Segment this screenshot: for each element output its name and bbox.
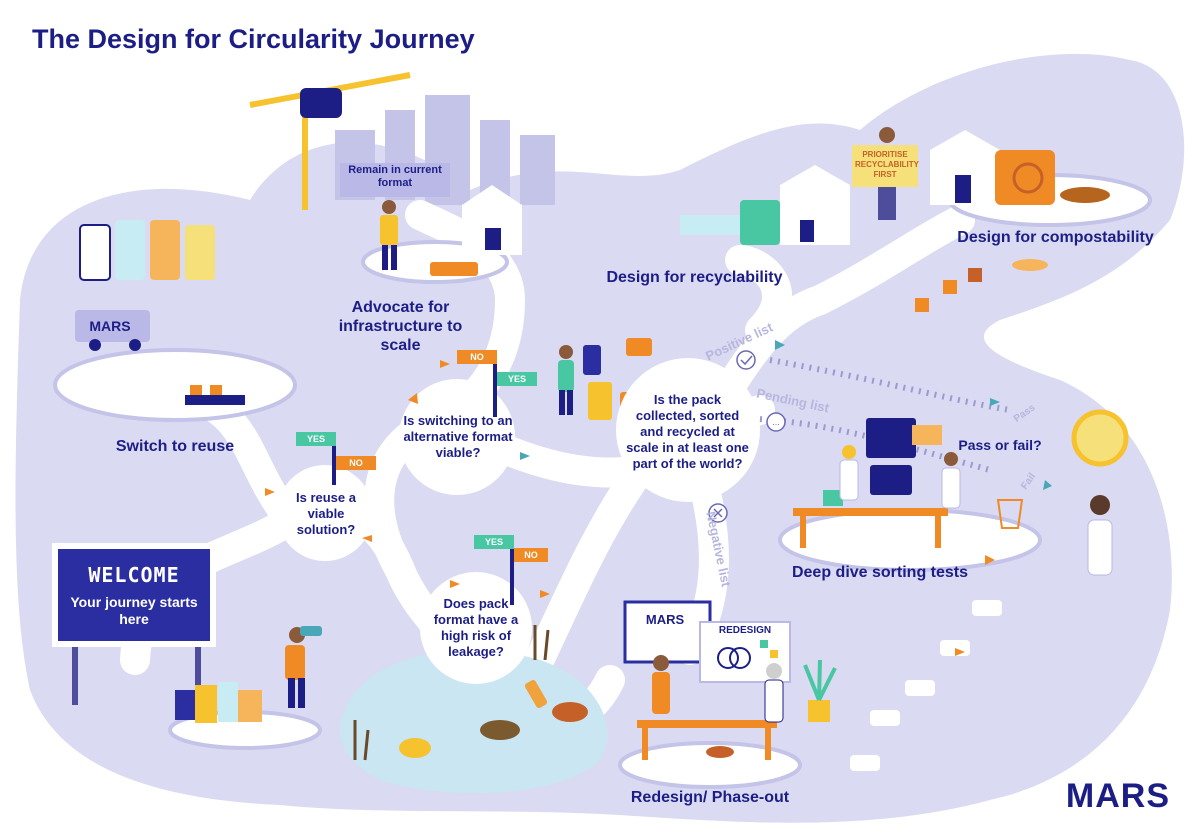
page-title: The Design for Circularity Journey bbox=[32, 24, 475, 54]
dispenser-machines-icon bbox=[79, 220, 215, 281]
person-binoculars-icon bbox=[285, 626, 322, 708]
snack-boxes-icon bbox=[175, 682, 262, 723]
question-reuse-viable: Is reuse a viable solution? bbox=[296, 490, 356, 537]
designer-table-icon bbox=[637, 655, 784, 760]
magnifier-person-icon bbox=[1071, 409, 1129, 576]
conveyor-icon bbox=[185, 385, 245, 405]
positive-path bbox=[769, 357, 1011, 413]
teal-arrows bbox=[520, 340, 1052, 490]
bin-icon bbox=[996, 499, 1024, 529]
remain-banner-text: Remain in current format bbox=[348, 164, 442, 189]
question-pass-fail: Pass or fail? bbox=[958, 437, 1042, 453]
label-switch-to-reuse: Switch to reuse bbox=[115, 438, 235, 455]
platforms bbox=[53, 173, 1152, 789]
ellipsis-icon: ... bbox=[772, 417, 780, 427]
sign-no-3: NO bbox=[524, 550, 538, 560]
redesign-board-icon bbox=[623, 600, 791, 683]
label-design-compostability: Design for compostability bbox=[957, 229, 1154, 246]
label-advocate: Advocate for infrastructure to scale bbox=[338, 299, 463, 354]
signpost-icon bbox=[296, 350, 548, 605]
reeds-icon bbox=[353, 625, 550, 761]
label-redesign-phaseout: Redesign/ Phase-out bbox=[630, 789, 790, 806]
label-design-recyclability: Design for recyclability bbox=[606, 269, 783, 286]
recycling-factory-icon bbox=[680, 165, 850, 245]
check-mark-icon bbox=[740, 355, 753, 366]
direction-arrows bbox=[265, 360, 995, 656]
scientist-icon bbox=[839, 445, 961, 509]
question-collected: Is the pack collected, sorted and recycl… bbox=[626, 392, 749, 471]
mars-logo: MARS bbox=[1065, 777, 1170, 815]
redesign-board-text: REDESIGN bbox=[718, 625, 772, 636]
question-leakage: Does pack format have a high risk of lea… bbox=[433, 596, 519, 659]
label-deep-dive: Deep dive sorting tests bbox=[791, 564, 969, 581]
x-mark-icon bbox=[713, 508, 723, 518]
warehouse-icon bbox=[430, 185, 522, 276]
remain-banner bbox=[340, 163, 450, 197]
welcome-sign bbox=[52, 543, 216, 705]
crane-cab-icon bbox=[300, 88, 342, 118]
lake bbox=[340, 625, 608, 794]
duck-icon bbox=[480, 720, 520, 740]
worker-icon bbox=[380, 200, 398, 270]
lab-table-icon bbox=[793, 418, 948, 548]
rock-icon bbox=[552, 702, 588, 722]
check-circle-icon bbox=[736, 350, 756, 370]
prioritise-sign-text: PRIORITISE RECYCLABILITY FIRST bbox=[855, 150, 919, 179]
question-switching-viable: Is switching to an alternative format vi… bbox=[403, 413, 513, 460]
prioritise-person-icon bbox=[852, 127, 918, 220]
welcome-subtitle: Your journey starts here bbox=[70, 594, 198, 627]
question-circles bbox=[277, 358, 760, 684]
delivery-truck-icon bbox=[75, 310, 150, 351]
ellipsis-circle-icon bbox=[766, 412, 786, 432]
duck-toy-icon bbox=[399, 738, 431, 758]
truck-brand-text: MARS bbox=[89, 318, 131, 334]
compost-items-icon bbox=[915, 259, 1048, 312]
sign-no-1: NO bbox=[349, 458, 363, 468]
sign-yes-3: YES bbox=[484, 537, 503, 547]
sign-yes-1: YES bbox=[306, 434, 325, 444]
person-recycling-icon bbox=[558, 345, 574, 415]
sign-no-2: NO bbox=[470, 352, 484, 362]
plant-icon bbox=[803, 659, 837, 722]
board-brand-text: MARS bbox=[645, 612, 685, 627]
litter-can-icon bbox=[524, 679, 548, 709]
welcome-heading: WELCOME bbox=[88, 563, 180, 587]
sign-yes-2: YES bbox=[507, 374, 526, 384]
dog-icon bbox=[706, 746, 734, 758]
composting-factory-icon bbox=[930, 130, 1110, 205]
